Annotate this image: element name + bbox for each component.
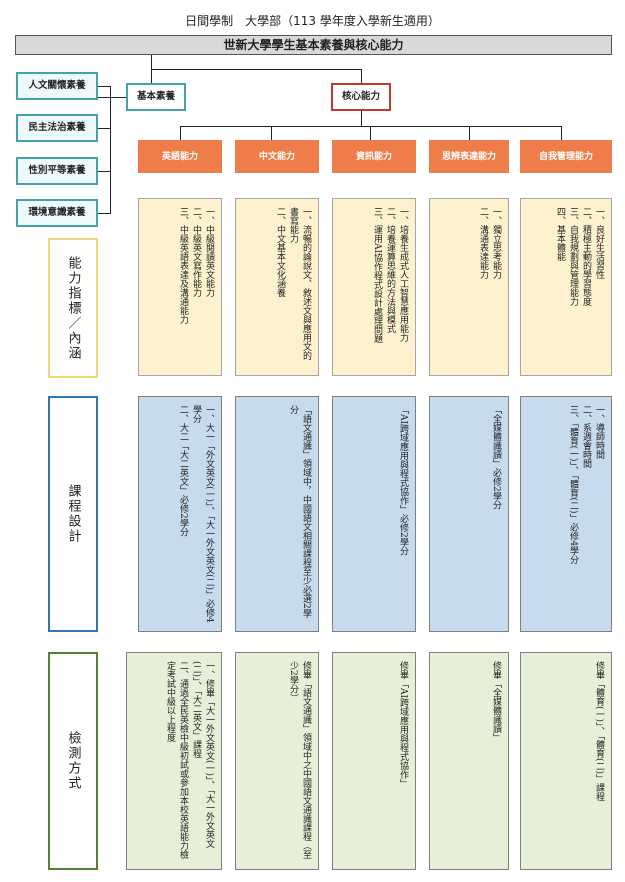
literacy-box: 民主法治素養 [16,114,98,142]
basic-literacy-box: 基本素養 [126,83,186,111]
assessment-cell-self-management: 修畢「體育(一)」、「體育(二)」課程 [520,652,612,870]
assessment-cell-information: 修畢「AI跨域應用與程式協作」 [332,652,416,870]
indicator-cell-chinese: 一、流暢的論說文、敘述文與應用文的書寫能力二、中文基本文化涵養 [235,198,319,376]
page-title: 日間學制 大學部（113 學年度入學新生適用） [185,14,440,28]
category-critical-expression: 思辨表達能力 [429,140,509,173]
indicator-cell-self-management: 一、良好生活習性二、積極主動的學習態度三、自我規劃與管理能力四、基本體能 [520,198,612,376]
banner-title: 世新大學學生基本素養與核心能力 [15,35,612,55]
course-cell-information: 「AI跨域應用與程式協作」必修2學分 [332,396,416,632]
connector [98,171,110,172]
indicator-cell-information: 一、培養生成式人工智慧應用能力二、培養運算思維的方法與模式三、運用AI協作程式設… [332,198,416,376]
category-chinese: 中文能力 [235,140,319,173]
connector [370,126,371,140]
course-cell-chinese: 「語文通識」領域中，中國語文相關課程至少必選2學分 [235,396,319,632]
core-competency-box: 核心能力 [331,83,391,111]
connector [271,126,272,140]
side-label-course: 課程設計 [48,396,98,632]
indicator-cell-critical-expression: 一、獨立思考能力二、溝通表達能力 [429,198,509,376]
literacy-box: 環境意識素養 [16,199,98,227]
indicator-cell-english: 一、中級閱讀英文能力二、中級英文寫作能力三、中級英語表達及溝通能力 [138,198,222,376]
course-cell-self-management: 一、導師時間二、系週會時間三、「體育(一)」、「體育(二)」必修4學分 [520,396,612,632]
connector [151,69,152,83]
side-label-assessment: 檢測方式 [48,652,98,870]
category-information: 資訊能力 [332,140,416,173]
literacy-box: 人文關懷素養 [16,72,98,100]
side-label-indicators: 能力指標／內涵 [48,238,98,378]
connector [151,55,152,70]
connector [180,126,181,140]
category-self-management: 自我管理能力 [520,140,612,173]
connector [151,69,361,70]
connector [561,126,562,140]
connector [98,86,110,87]
assessment-cell-english: 一、修畢「大一外文英文(一)」、「大一外文英文(二)」、「大二英文」課程二、通過… [126,652,222,870]
connector [98,213,110,214]
connector [98,128,110,129]
assessment-cell-critical-expression: 修畢「全媒體識讀」 [429,652,509,870]
course-cell-critical-expression: 「全媒體識讀」必修2學分 [429,396,509,632]
course-cell-english: 一、大一「外文英文(一)」、「大一外文英文(二)」必修4學分二、大二「大二英文」… [138,396,222,632]
connector [469,126,470,140]
assessment-cell-chinese: 修畢「語文通識」領域中之中國語文通識課程（至少2學分） [235,652,319,870]
connector [361,111,362,127]
connector [361,69,362,83]
category-english: 英語能力 [138,140,222,173]
literacy-box: 性別平等素養 [16,157,98,185]
connector [110,86,111,214]
connector [98,97,126,98]
